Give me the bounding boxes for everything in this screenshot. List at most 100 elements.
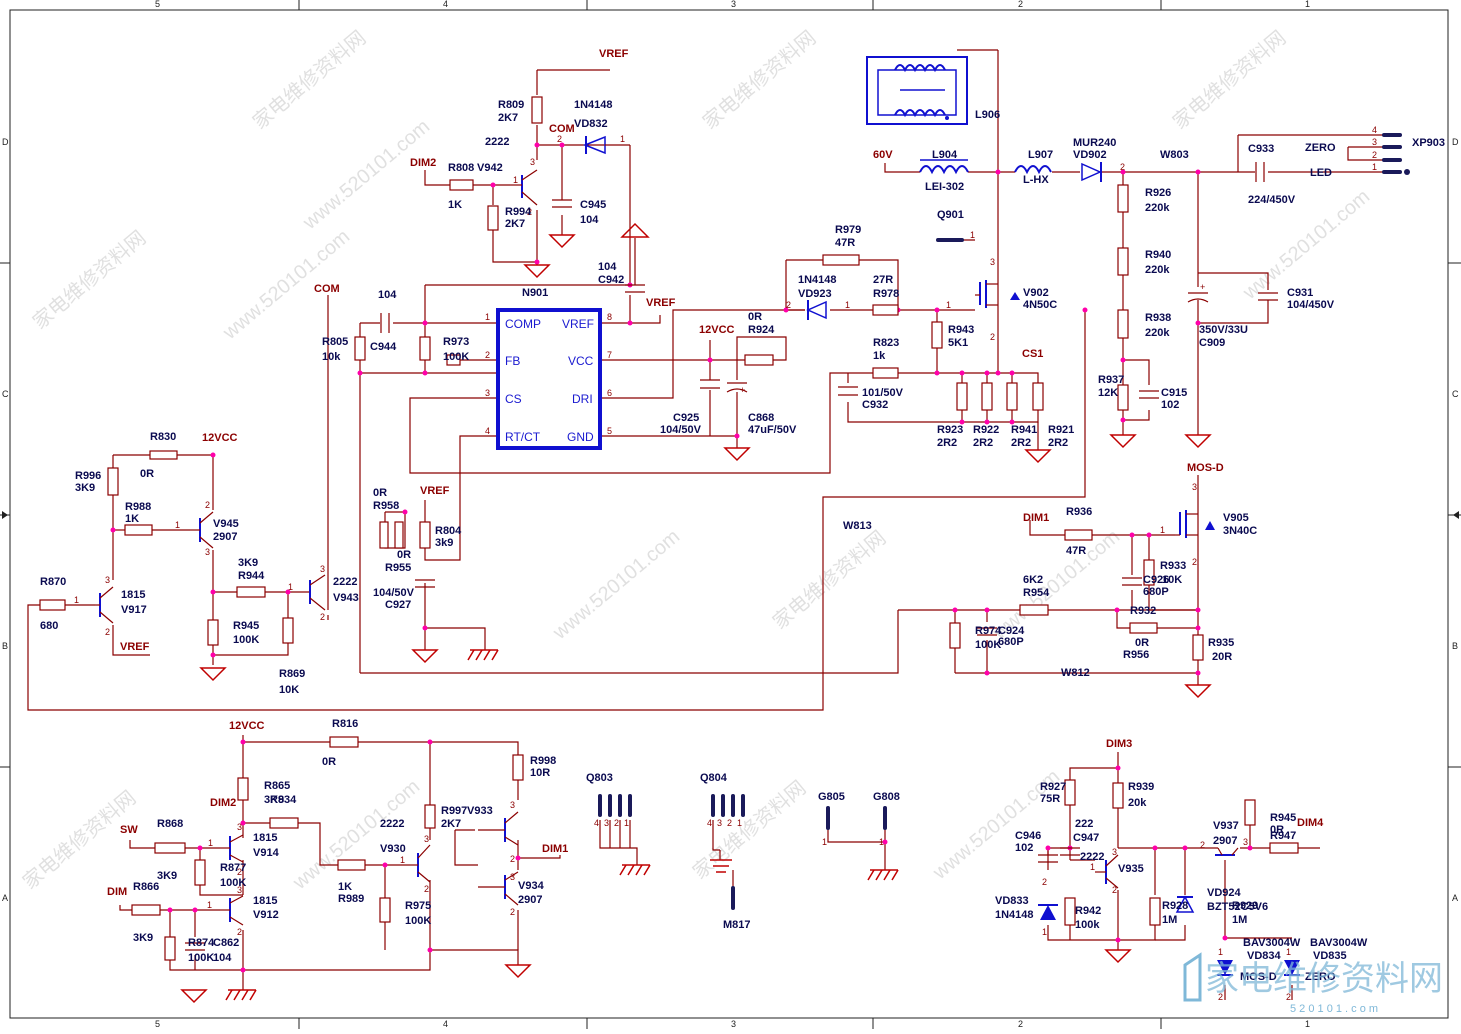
component-label: L-HX <box>1023 174 1049 186</box>
component-label: 2907 <box>518 894 542 906</box>
svg-text:3: 3 <box>237 885 242 895</box>
component-label: 2K7 <box>505 218 525 230</box>
svg-text:1: 1 <box>1042 927 1047 937</box>
component-label: 0R <box>1135 637 1149 649</box>
component-label: 2R2 <box>937 437 957 449</box>
component-label: V902 <box>1023 287 1049 299</box>
component-label: C909 <box>1199 337 1225 349</box>
component-label: VD834 <box>1247 950 1282 962</box>
component-label: C947 <box>1073 832 1099 844</box>
svg-text:+: + <box>1200 282 1205 292</box>
svg-text:1: 1 <box>845 300 850 310</box>
watermark-text: 家电维修资料网 <box>28 226 150 334</box>
col-label: 2 <box>1018 0 1023 9</box>
component-label: R988 <box>125 501 151 513</box>
component-label: R870 <box>40 576 66 588</box>
junction-dots <box>110 142 1253 973</box>
svg-text:2: 2 <box>990 332 995 342</box>
component-label: R944 <box>238 570 265 582</box>
component-label: R929 <box>1232 900 1258 912</box>
component-label: 104/450V <box>1287 299 1335 311</box>
net-12vcc: 12VCC <box>202 432 238 444</box>
component-label: R877 <box>220 862 246 874</box>
component-label: L904 <box>932 149 958 161</box>
component-label: R924 <box>748 324 775 336</box>
net-vref: VREF <box>420 485 450 497</box>
ic-pin-num: 5 <box>607 426 612 436</box>
svg-text:3: 3 <box>1112 847 1117 857</box>
svg-text:2: 2 <box>105 627 110 637</box>
net-vref: VREF <box>646 297 676 309</box>
svg-text:2: 2 <box>1112 885 1117 895</box>
net-12vcc: 12VCC <box>229 720 265 732</box>
component-label: 10K <box>1162 574 1182 586</box>
watermark-site: www.520101.com <box>288 775 424 894</box>
component-label: V912 <box>253 909 279 921</box>
svg-text:2: 2 <box>1042 877 1047 887</box>
col-label: 3 <box>731 1019 736 1029</box>
component-label: 3K9 <box>157 870 177 882</box>
svg-text:2: 2 <box>1372 150 1377 160</box>
component-label: 104 <box>378 289 397 301</box>
component-label: V934 <box>518 880 545 892</box>
row-label: B <box>1452 641 1458 651</box>
component-label: 1K <box>448 199 462 211</box>
component-label: 680P <box>1143 586 1169 598</box>
net-dim1: DIM1 <box>542 843 568 855</box>
ic-pin-num: 6 <box>607 388 612 398</box>
component-label: 3N40C <box>1223 525 1257 537</box>
net-sw: SW <box>120 824 138 836</box>
svg-text:3: 3 <box>105 575 110 585</box>
component-label: 1N4148 <box>798 274 837 286</box>
svg-text:3: 3 <box>320 564 325 574</box>
net-mos-d: MOS-D <box>1187 462 1224 474</box>
component-label: 5K1 <box>948 337 968 349</box>
component-label: 1M <box>1162 914 1177 926</box>
component-label: C942 <box>598 274 624 286</box>
ic-pin-dri: DRI <box>572 392 593 406</box>
component-label: LEI-302 <box>925 181 964 193</box>
col-label: 5 <box>155 1019 160 1029</box>
component-label: 2222 <box>380 818 404 830</box>
svg-text:2: 2 <box>1200 840 1205 850</box>
component-label: R978 <box>873 288 899 300</box>
component-label: C944 <box>370 341 397 353</box>
component-label: C946 <box>1015 830 1041 842</box>
component-label: R956 <box>1123 649 1149 661</box>
svg-text:1: 1 <box>624 818 629 828</box>
component-label: R942 <box>1075 905 1101 917</box>
component-label: R941 <box>1011 424 1037 436</box>
net-com: COM <box>314 283 340 295</box>
row-label: C <box>1452 389 1459 399</box>
component-label: 222 <box>1075 818 1093 830</box>
component-label: 100K <box>975 639 1001 651</box>
component-label: Q803 <box>586 772 613 784</box>
component-label: V917 <box>121 604 147 616</box>
component-label: 101/50V <box>862 387 904 399</box>
component-label: 2R2 <box>973 437 993 449</box>
component-label: 20k <box>1128 797 1147 809</box>
component-label: C945 <box>580 199 606 211</box>
svg-text:1: 1 <box>737 818 742 828</box>
watermark-text: 家电维修资料网 <box>18 786 140 894</box>
col-label: 1 <box>1305 1019 1310 1029</box>
wire-net <box>27 49 1400 1000</box>
component-label: V930 <box>380 843 406 855</box>
component-label: 10R <box>530 767 550 779</box>
logo-site: 5 2 0 1 0 1 . c o m <box>1290 1003 1378 1015</box>
component-label: C933 <box>1248 143 1274 155</box>
component-label: 100K <box>443 351 469 363</box>
ic-pin-num: 8 <box>607 312 612 322</box>
magnetics <box>866 56 1052 175</box>
svg-text:2: 2 <box>614 818 619 828</box>
component-label: R954 <box>1023 587 1050 599</box>
component-label: 2K7 <box>498 112 518 124</box>
component-label: C925 <box>673 412 699 424</box>
row-label: D <box>1452 137 1459 147</box>
component-label: 680 <box>40 620 58 632</box>
col-label: 3 <box>731 0 736 9</box>
component-label: 0R <box>140 468 154 480</box>
component-label: 3K9 <box>264 794 284 806</box>
component-label: 0R <box>1270 824 1284 836</box>
